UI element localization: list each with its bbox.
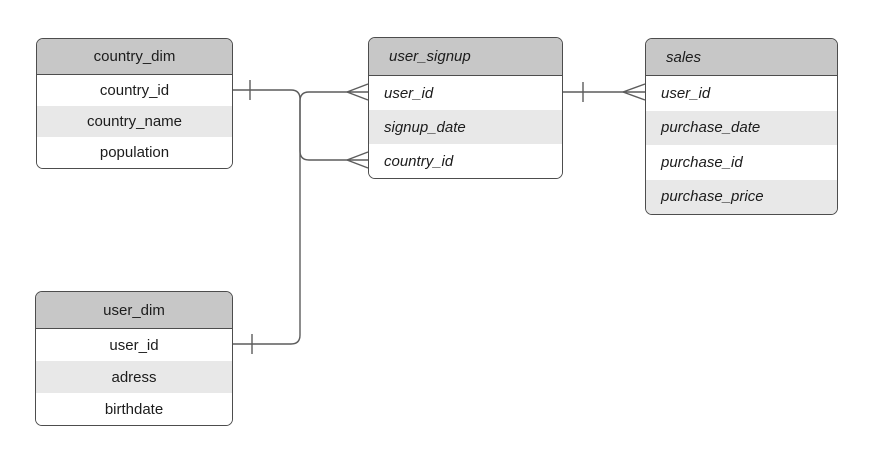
table-row[interactable]: population bbox=[37, 137, 232, 168]
column-name: purchase_price bbox=[661, 188, 764, 206]
table-user-dim[interactable]: user_dim user_id adress birthdate bbox=[35, 291, 233, 426]
table-row[interactable]: birthdate bbox=[36, 393, 232, 425]
column-name: purchase_id bbox=[661, 153, 743, 171]
crowfoot-many-marker bbox=[622, 83, 646, 101]
column-name: user_id bbox=[384, 84, 434, 102]
column-name: population bbox=[99, 144, 170, 161]
table-header-sales[interactable]: sales bbox=[646, 39, 837, 76]
table-row[interactable]: user_id bbox=[646, 76, 837, 111]
table-title: sales bbox=[666, 48, 702, 66]
relationship-line[interactable] bbox=[233, 91, 368, 345]
column-name: birthdate bbox=[104, 400, 164, 418]
table-row[interactable]: country_id bbox=[37, 75, 232, 106]
table-title: user_dim bbox=[103, 301, 165, 319]
column-name: user_id bbox=[661, 84, 711, 102]
column-name: country_id bbox=[99, 82, 170, 99]
table-header-user-signup[interactable]: user_signup bbox=[369, 38, 562, 76]
table-row[interactable]: purchase_date bbox=[646, 110, 837, 145]
column-name: country_name bbox=[86, 113, 183, 130]
table-row[interactable]: purchase_id bbox=[646, 145, 837, 180]
table-header-country-dim[interactable]: country_dim bbox=[37, 39, 232, 75]
column-name: purchase_date bbox=[661, 119, 761, 137]
table-row[interactable]: country_id bbox=[369, 144, 562, 178]
table-header-user-dim[interactable]: user_dim bbox=[36, 292, 232, 329]
column-name: adress bbox=[111, 368, 157, 386]
table-user-signup[interactable]: user_signup user_id signup_date country_… bbox=[368, 37, 563, 179]
relationship-userdim-usersignup[interactable] bbox=[233, 83, 369, 354]
table-row[interactable]: adress bbox=[36, 361, 232, 393]
table-row[interactable]: user_id bbox=[369, 76, 562, 110]
relationship-usersignup-sales[interactable] bbox=[563, 82, 646, 102]
table-row[interactable]: purchase_price bbox=[646, 179, 837, 214]
table-row[interactable]: signup_date bbox=[369, 110, 562, 144]
table-row[interactable]: country_name bbox=[37, 106, 232, 137]
column-name: user_id bbox=[109, 336, 159, 354]
crowfoot-many-marker bbox=[346, 83, 369, 101]
crowfoot-many-marker bbox=[346, 151, 369, 169]
table-sales[interactable]: sales user_id purchase_date purchase_id … bbox=[645, 38, 838, 215]
table-row[interactable]: user_id bbox=[36, 329, 232, 361]
column-name: country_id bbox=[384, 152, 454, 170]
table-title: country_dim bbox=[93, 48, 176, 65]
column-name: signup_date bbox=[384, 118, 466, 136]
table-title: user_signup bbox=[389, 48, 471, 65]
table-country-dim[interactable]: country_dim country_id country_name popu… bbox=[36, 38, 233, 169]
